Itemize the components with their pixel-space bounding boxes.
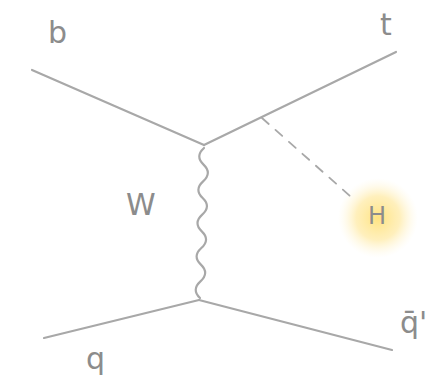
higgs-glow — [338, 178, 418, 258]
qbar-line — [199, 300, 392, 350]
higgs-line — [262, 118, 350, 196]
particle-label: b — [48, 18, 67, 48]
particle-label: q — [86, 344, 105, 374]
q-line — [44, 300, 199, 338]
particle-label: H — [368, 204, 386, 228]
particle-label: q̄' — [400, 308, 427, 338]
particle-label: t — [380, 10, 392, 40]
top-quark-line — [204, 52, 396, 145]
w-boson-line — [196, 148, 208, 298]
b-quark-line — [32, 70, 204, 145]
particle-label: W — [126, 190, 156, 220]
